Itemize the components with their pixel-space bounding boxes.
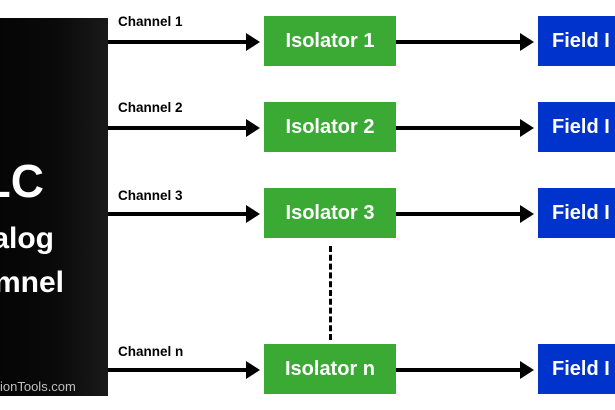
- arrow-channel-n: [108, 361, 260, 379]
- isolator-box-2: Isolator 2: [264, 102, 396, 152]
- channel-label-n: Channel n: [118, 344, 184, 359]
- channel-label-2: Channel 2: [118, 100, 183, 115]
- continuation-dashed-line: [329, 246, 332, 340]
- plc-analog-channel-block: LC alog mnel ionTools.com: [0, 18, 108, 396]
- watermark-text: ionTools.com: [0, 379, 76, 394]
- plc-title: LC: [0, 155, 44, 207]
- channel-label-1: Channel 1: [118, 14, 183, 29]
- arrow-isolator-2: [396, 119, 534, 137]
- arrow-channel-1: [108, 33, 260, 51]
- field-device-box-3: Field I: [538, 188, 615, 238]
- field-device-box-n: Field I: [538, 344, 615, 394]
- arrow-channel-3: [108, 205, 260, 223]
- channel-label-3: Channel 3: [118, 188, 183, 203]
- isolator-box-n: Isolator n: [264, 344, 396, 394]
- plc-subtitle-line-2: mnel: [0, 266, 64, 299]
- field-device-box-2: Field I: [538, 102, 615, 152]
- arrow-isolator-1: [396, 33, 534, 51]
- plc-subtitle-line-1: alog: [0, 222, 54, 255]
- isolator-box-1: Isolator 1: [264, 16, 396, 66]
- field-device-box-1: Field I: [538, 16, 615, 66]
- arrow-isolator-n: [396, 361, 534, 379]
- arrow-isolator-3: [396, 205, 534, 223]
- isolator-box-3: Isolator 3: [264, 188, 396, 238]
- arrow-channel-2: [108, 119, 260, 137]
